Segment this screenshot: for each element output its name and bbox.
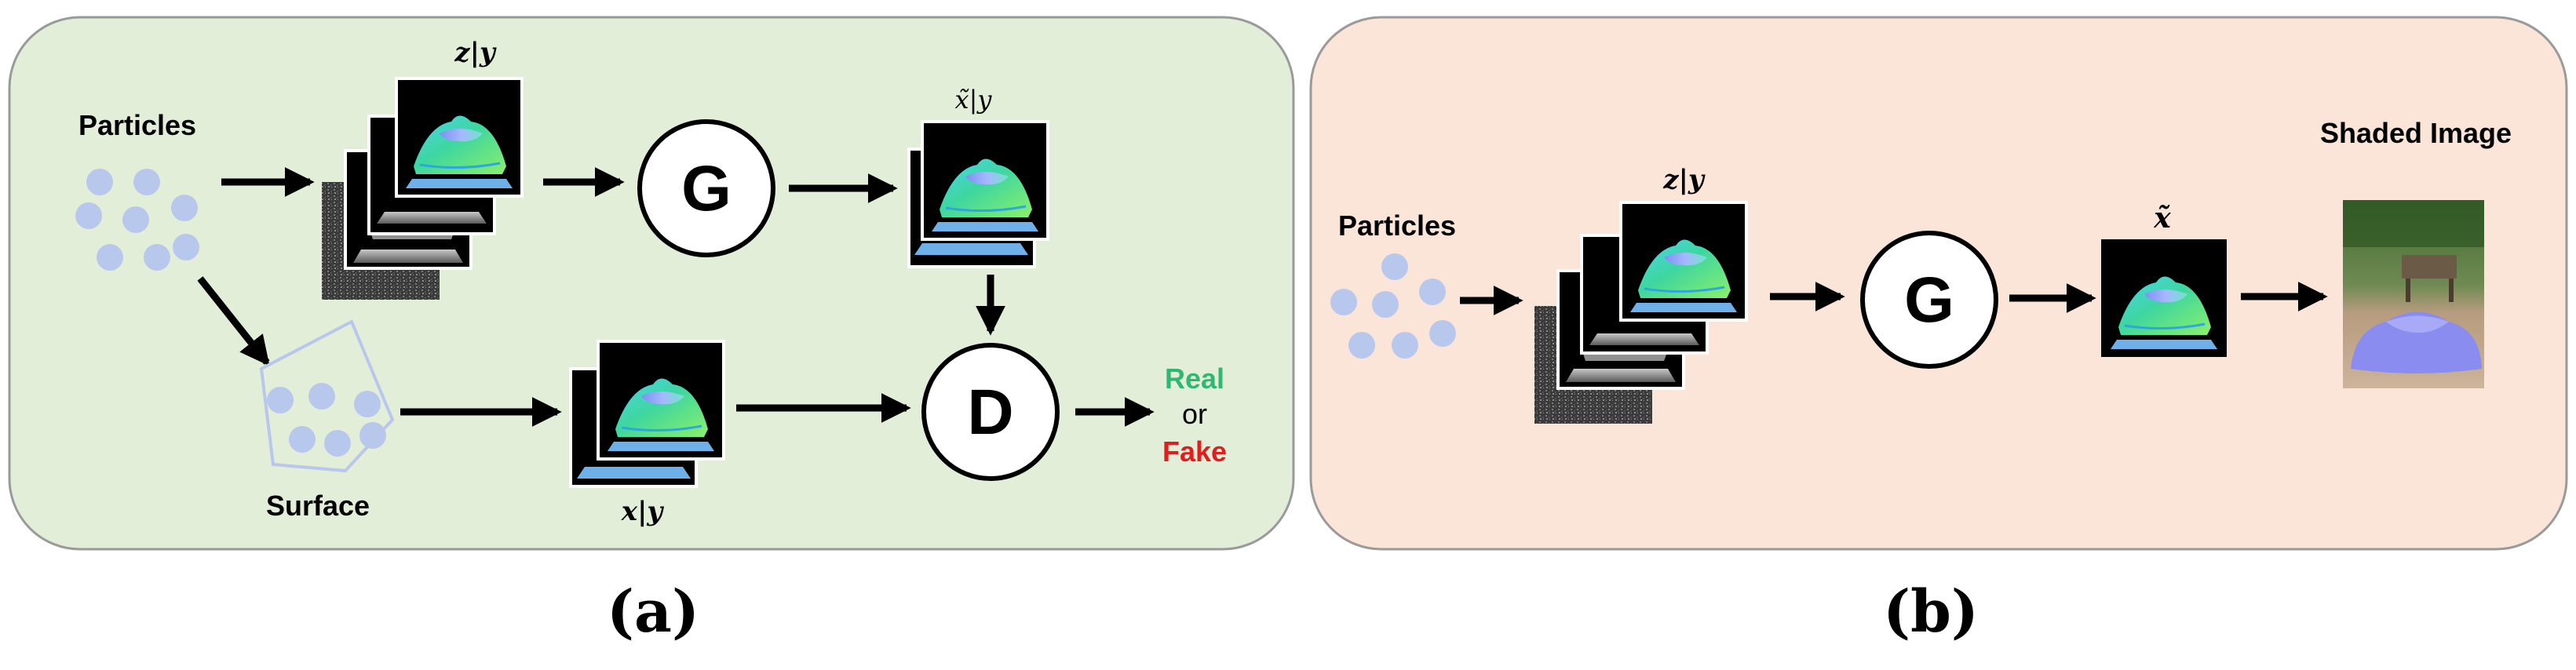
real-sample-a: [569, 340, 725, 488]
panel-b: Particles z|y G x̃ Shaded Image: [1309, 16, 2568, 551]
particles-label-a: Particles: [78, 109, 196, 141]
generated-output-a: [907, 120, 1049, 268]
generator-node-b: [1860, 231, 1998, 369]
z-label-b: z|y: [1662, 164, 1706, 195]
discriminator-node: [921, 343, 1060, 481]
discriminator-label: D: [967, 377, 1013, 448]
panel-a: Particles z|y G x̃|y: [8, 16, 1295, 551]
or-label: or: [1182, 398, 1207, 430]
particle-cluster-surface: [267, 383, 386, 457]
input-stack-a: [322, 77, 524, 300]
z-label-a: z|y: [454, 37, 497, 68]
shaded-image-label: Shaded Image: [2320, 117, 2512, 149]
xtilde-label-a: x̃|y: [955, 85, 993, 115]
particle-cluster-b: [1330, 253, 1456, 359]
shaded-image: [2343, 200, 2484, 388]
x-label-a: x|y: [621, 496, 665, 527]
generated-output-b: [2100, 238, 2228, 359]
caption-b: (b): [1883, 578, 1979, 646]
particles-label-b: Particles: [1338, 209, 1456, 242]
generator-node-a: [637, 119, 775, 257]
xtilde-label-b: x̃: [2153, 202, 2171, 235]
generator-label-a: G: [681, 153, 732, 224]
fake-label: Fake: [1162, 435, 1227, 468]
arrow-particles-to-surface: [197, 276, 270, 366]
particle-cluster-a: [75, 169, 199, 271]
normal-map-layer-a: [395, 77, 524, 198]
input-stack-b: [1534, 201, 1748, 424]
real-label: Real: [1165, 362, 1224, 395]
surface-label: Surface: [266, 490, 370, 522]
generator-label-b: G: [1904, 264, 1954, 336]
caption-a: (a): [607, 578, 699, 646]
